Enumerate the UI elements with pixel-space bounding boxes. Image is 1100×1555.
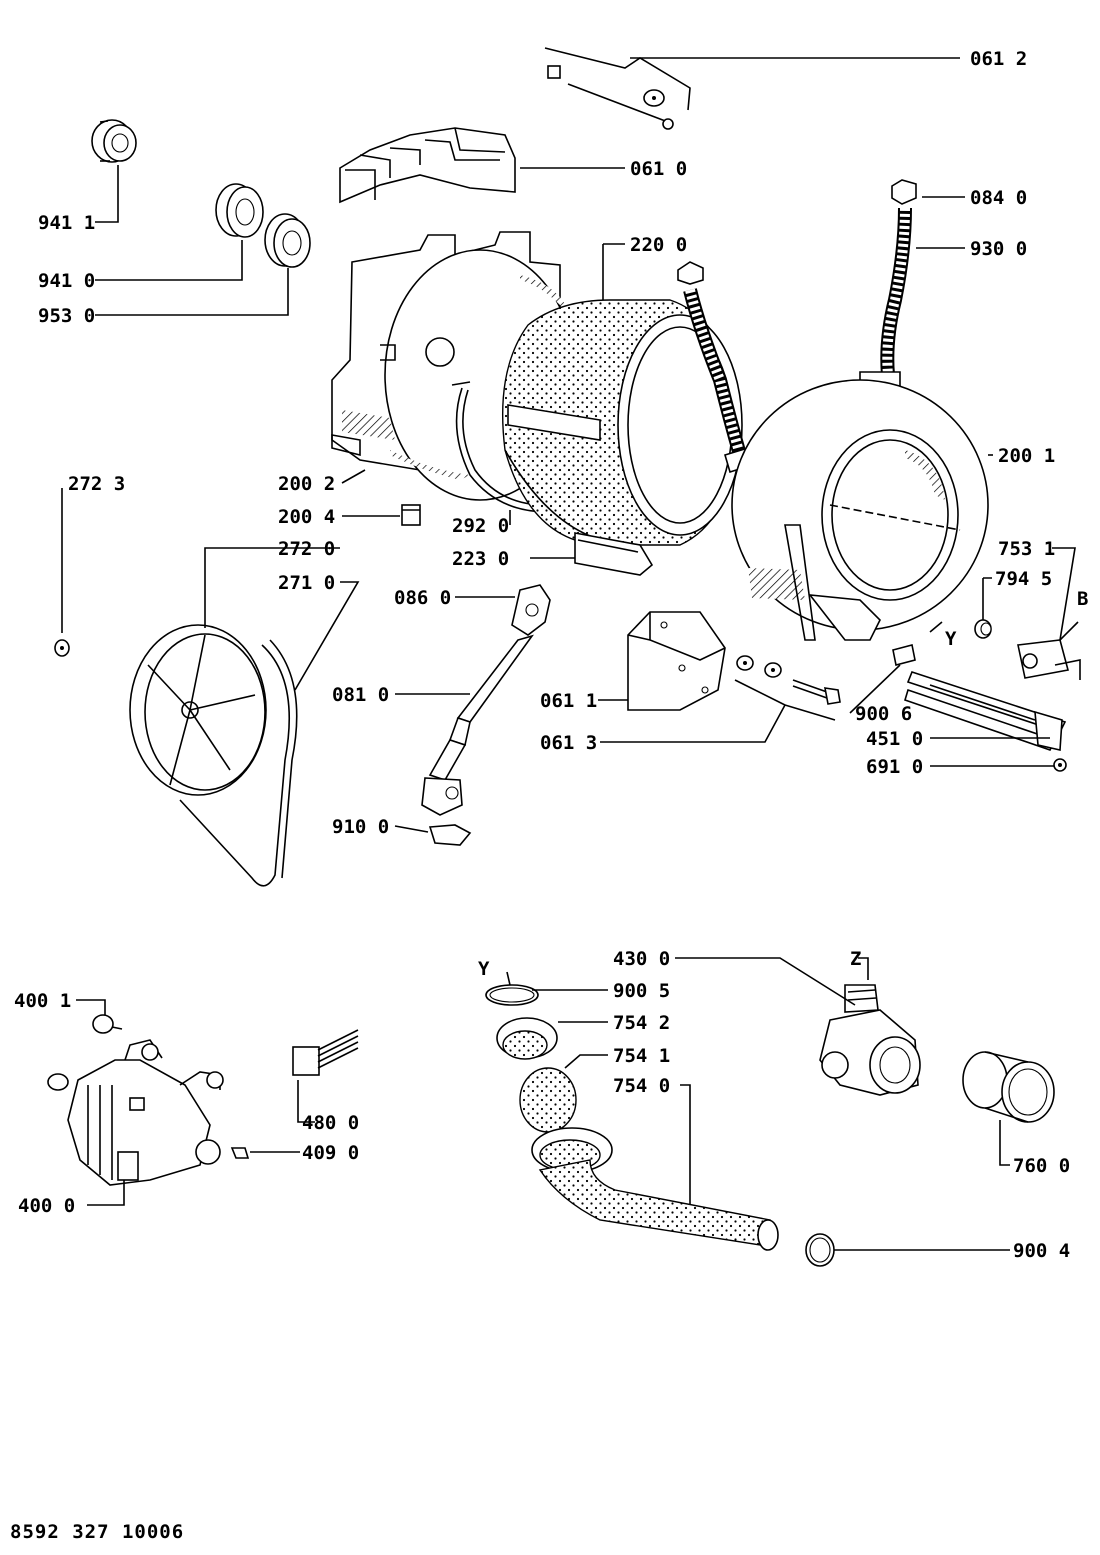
label-430-0: 430 0 [613,948,670,970]
label-B: B [1077,588,1088,610]
label-271-0: 271 0 [278,572,335,594]
drain-pump-part [819,984,921,1096]
drive-belt-part [179,639,298,887]
tacho-409-0 [230,1147,250,1159]
screw-272-3 [54,639,70,657]
label-200-1: 200 1 [998,445,1055,467]
label-272-0: 272 0 [278,538,335,560]
label-061-1: 061 1 [540,690,597,712]
pulley-part [129,624,267,796]
front-tub-part [731,379,989,641]
gasket-ring-292-0 [451,381,549,513]
pump-filter-760-0 [962,1051,1055,1123]
clip-900-6 [892,644,916,666]
nut-691-0 [1053,758,1067,772]
shock-absorber-part [421,584,551,816]
seal-953-0 [264,213,311,268]
label-400-0: 400 0 [18,1195,75,1217]
label-061-3: 061 3 [540,732,597,754]
label-Y-tub: Y [945,628,957,650]
label-400-1: 400 1 [14,990,71,1012]
label-480-0: 480 0 [302,1112,359,1134]
label-691-0: 691 0 [866,756,923,778]
label-753-1: 753 1 [998,538,1055,560]
hose-clamp-900-4 [805,1233,835,1267]
leader-lines [61,57,1076,1251]
label-200-4: 200 4 [278,506,335,528]
label-930-0: 930 0 [970,238,1027,260]
document-number: 8592 327 10006 [10,1521,185,1543]
ball-valve-754-1 [519,1067,577,1133]
temperature-sensor-part [1017,621,1081,680]
counterweight-rod-part [544,47,691,130]
label-220-0: 220 0 [630,234,687,256]
bearing-941-1 [91,119,137,163]
sump-ring-754-2 [496,1017,558,1060]
label-084-0: 084 0 [970,187,1027,209]
label-081-0: 081 0 [332,684,389,706]
tub-clip-200-4 [401,504,421,526]
connector-480-0 [292,1029,359,1076]
label-292-0: 292 0 [452,515,509,537]
label-086-0: 086 0 [394,587,451,609]
label-900-5: 900 5 [613,980,670,1002]
label-900-4: 900 4 [1013,1240,1070,1262]
label-910-0: 910 0 [332,816,389,838]
label-272-3: 272 3 [68,473,125,495]
carbon-brush-400-1 [92,1014,123,1034]
counterweight-block-part [627,611,726,711]
label-754-2: 754 2 [613,1012,670,1034]
motor-part [47,1039,224,1186]
hose-right-930-0 [859,179,917,409]
label-941-0: 941 0 [38,270,95,292]
nut-794-5 [974,619,992,639]
label-794-5: 794 5 [995,568,1052,590]
label-200-2: 200 2 [278,473,335,495]
clip-910-0 [428,824,472,846]
label-Y-sump: Y [478,958,490,980]
label-760-0: 760 0 [1013,1155,1070,1177]
top-counterweight-part [339,127,516,204]
label-754-0: 754 0 [613,1075,670,1097]
label-061-0: 061 0 [630,158,687,180]
label-223-0: 223 0 [452,548,509,570]
label-451-0: 451 0 [866,728,923,750]
label-Z: Z [850,948,861,970]
drum-part [501,299,743,546]
part-number-labels: 061 2 061 0 084 0 941 1 220 0 930 0 941 … [14,48,1088,1262]
label-061-2: 061 2 [970,48,1027,70]
label-409-0: 409 0 [302,1142,359,1164]
clamp-900-5 [485,984,539,1006]
bearing-941-0 [215,183,264,238]
label-953-0: 953 0 [38,305,95,327]
sump-hose-754-0 [531,1127,779,1251]
heating-element-part [904,671,1067,751]
label-754-1: 754 1 [613,1045,670,1067]
bolt-washers-part [736,655,841,705]
label-900-6: 900 6 [855,703,912,725]
label-941-1: 941 1 [38,212,95,234]
